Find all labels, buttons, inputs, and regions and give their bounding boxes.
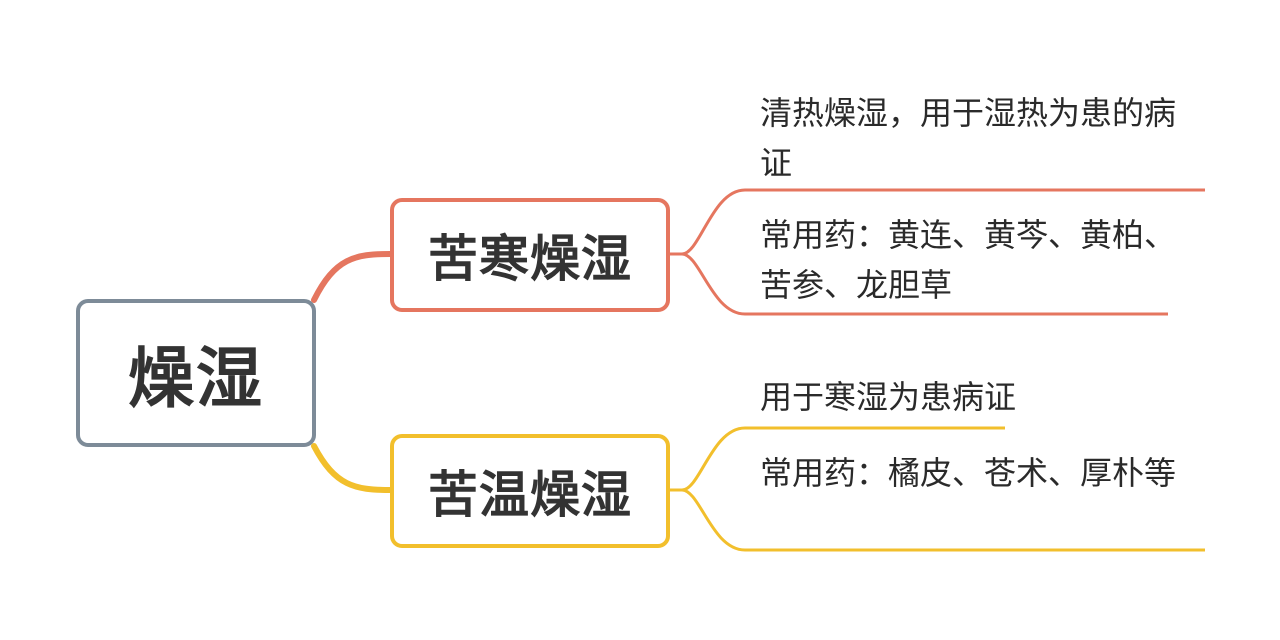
leaf-1-underline <box>681 188 1205 256</box>
branch-node-bitter-cold[interactable]: 苦寒燥湿 <box>390 198 670 312</box>
root-label: 燥湿 <box>128 340 264 417</box>
connector-root-to-branch-1 <box>311 251 393 303</box>
leaf-text-herbs-1: 常用药：黄连、黄芩、黄柏、苦参、龙胆草 <box>760 216 1177 304</box>
leaf-2-underline <box>681 252 1168 316</box>
branch-label: 苦温燥湿 <box>428 466 632 524</box>
connector-root-to-branch-2 <box>311 443 393 493</box>
branch-node-bitter-warm[interactable]: 苦温燥湿 <box>390 434 670 548</box>
root-node[interactable]: 燥湿 <box>76 299 316 447</box>
leaf-4-underline <box>681 488 1205 552</box>
leaf-3-underline <box>681 426 1005 492</box>
leaf-text-indication-2: 用于寒湿为患病证 <box>760 378 1017 416</box>
leaf-text-herbs-2: 常用药：橘皮、苍术、厚朴等 <box>760 454 1177 492</box>
leaf-text-indication-1: 清热燥湿，用于湿热为患的病证 <box>760 94 1177 182</box>
branch-label: 苦寒燥湿 <box>428 230 632 288</box>
